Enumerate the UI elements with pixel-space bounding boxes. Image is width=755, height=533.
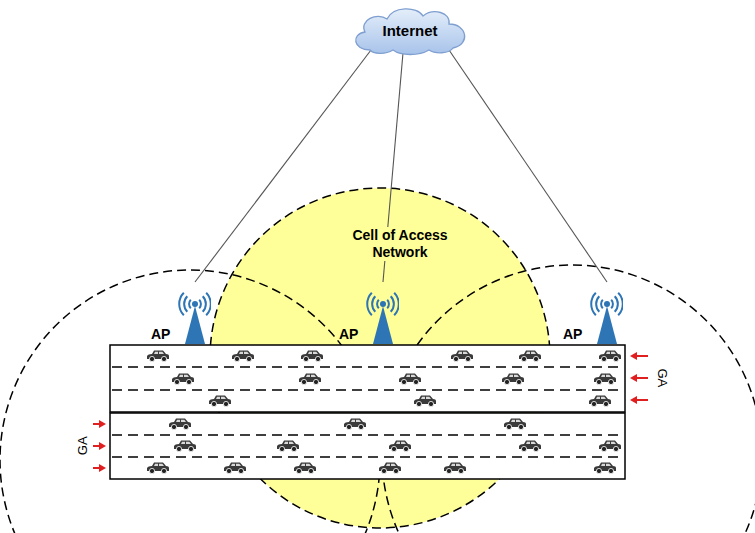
car-icon [599, 351, 621, 362]
car-icon [414, 396, 436, 407]
car-icon [147, 463, 169, 474]
car-icon [224, 463, 246, 474]
access-point: AP [561, 282, 623, 344]
car-icon [444, 463, 466, 474]
car-icon [277, 441, 299, 452]
car-icon [379, 463, 401, 474]
car-icon [519, 351, 541, 362]
ga-label: GA [654, 369, 670, 388]
lane-markings [112, 367, 623, 457]
car-icon [589, 396, 611, 407]
car-icon [294, 463, 316, 474]
car-icon [519, 441, 541, 452]
car-icon [174, 441, 196, 452]
car-icon [599, 441, 621, 452]
cloud-label: Internet [382, 22, 437, 39]
road [110, 413, 625, 479]
ga-label: GA [74, 437, 90, 456]
car-icon [594, 374, 616, 385]
car-icon [147, 351, 169, 362]
internet-cloud: Internet [345, 4, 475, 56]
car-icon [451, 351, 473, 362]
car-icon [209, 396, 231, 407]
car-icon [504, 419, 526, 430]
access-point: AP [149, 282, 211, 344]
vehicles [147, 351, 621, 474]
road [110, 345, 625, 412]
traffic-arrows [93, 352, 648, 472]
network-link [449, 50, 607, 282]
ap-label: AP [339, 326, 358, 342]
car-icon [594, 463, 616, 474]
car-icon [389, 441, 411, 452]
car-icon [399, 374, 421, 385]
car-icon [299, 374, 321, 385]
car-icon [301, 351, 323, 362]
car-icon [172, 374, 194, 385]
ap-label: AP [563, 326, 582, 342]
ap-label: AP [151, 326, 170, 342]
car-icon [232, 351, 254, 362]
cell-label: Cell of Access Network [342, 227, 458, 261]
car-icon [502, 374, 524, 385]
access-point: AP [337, 282, 399, 344]
car-icon [169, 419, 191, 430]
car-icon [344, 419, 366, 430]
